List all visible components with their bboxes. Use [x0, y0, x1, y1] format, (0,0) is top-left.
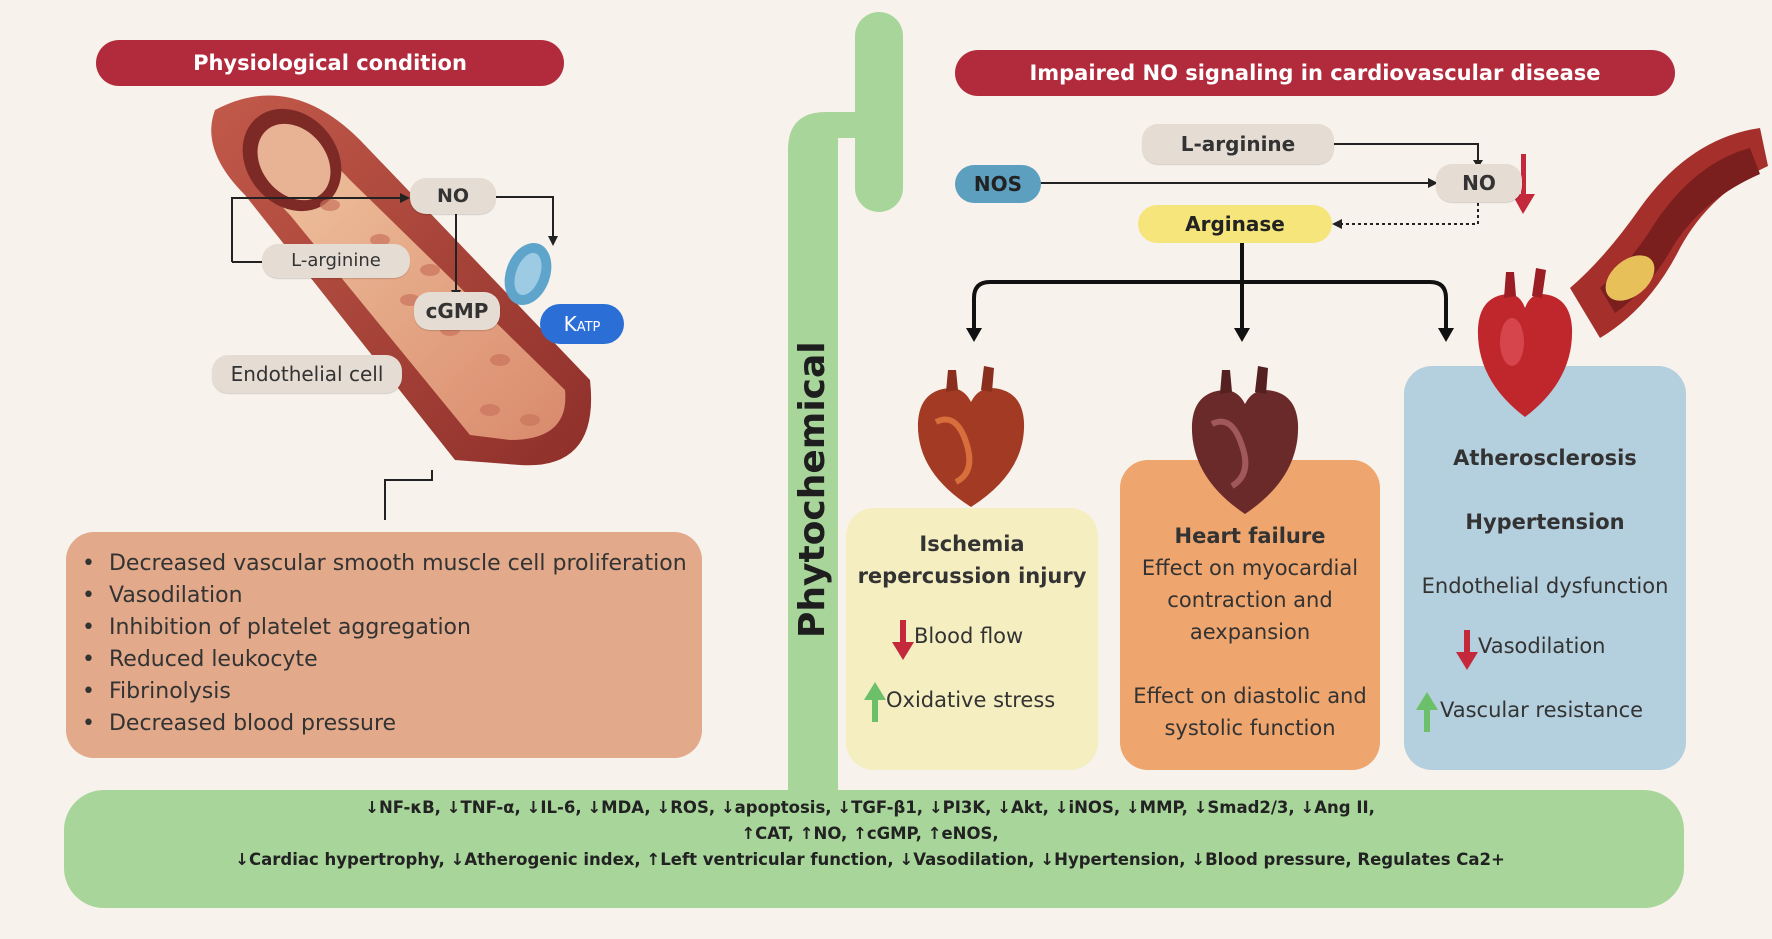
heart-failure-box [1120, 460, 1380, 770]
katp-badge: KATP [540, 304, 624, 344]
impaired-no-banner: Impaired NO signaling in cardiovascular … [955, 50, 1675, 96]
effect-item: Vasodilation [82, 580, 687, 612]
down-arrow-icon [892, 620, 914, 660]
endothelial-dysfunction-text: Endothelial dysfunction [1421, 574, 1669, 598]
physiological-banner: Physiological condition [96, 40, 564, 86]
blood-vessel-illustration [211, 95, 592, 520]
heart-icon-atherosclerosis [1477, 268, 1573, 417]
endothelial-cell-label: Endothelial cell [212, 355, 402, 393]
heart-failure-line-2: contraction and [1167, 588, 1333, 612]
effect-item: Fibrinolysis [82, 676, 687, 708]
no-label-left: NO [410, 178, 496, 214]
l-arginine-label-right: L-arginine [1142, 124, 1334, 164]
l-arginine-label-left: L-arginine [262, 244, 410, 278]
arginase-badge: Arginase [1138, 205, 1332, 243]
effect-item: Inhibition of platelet aggregation [82, 612, 687, 644]
heart-failure-line-4: Effect on diastolic and [1133, 684, 1367, 708]
katp-sub-label: ATP [576, 320, 601, 335]
bottom-effects-line-2: ↑CAT, ↑NO, ↑cGMP, ↑eNOS, [741, 824, 999, 843]
ischemia-item-2: Oxidative stress [886, 688, 1056, 712]
effect-item: Decreased blood pressure [82, 708, 687, 740]
heart-icon-heart-failure [1191, 366, 1299, 514]
hypertension-title: Hypertension [1465, 510, 1625, 534]
artery-plaque-illustration [1570, 128, 1768, 338]
atherosclerosis-item-2: Vascular resistance [1440, 698, 1644, 722]
effect-item: Reduced leukocyte [82, 644, 687, 676]
ischemia-box [846, 508, 1098, 770]
heart-failure-line-5: systolic function [1164, 716, 1336, 740]
heart-failure-title: Heart failure [1174, 524, 1326, 548]
heart-failure-line-1: Effect on myocardial [1141, 556, 1359, 580]
bottom-effects-line-3: ↓Cardiac hypertrophy, ↓Atherogenic index… [235, 850, 1505, 869]
nos-badge: NOS [955, 165, 1041, 203]
cgmp-label: cGMP [414, 292, 500, 330]
ischemia-title-1: Ischemia [919, 532, 1025, 556]
effect-item: Decreased vascular smooth muscle cell pr… [82, 548, 687, 580]
no-label-right: NO [1436, 164, 1522, 202]
atherosclerosis-item-1: Vasodilation [1478, 634, 1606, 658]
bottom-effects-line-1: ↓NF-κB, ↓TNF-α, ↓IL-6, ↓MDA, ↓ROS, ↓apop… [365, 798, 1375, 817]
ischemia-item-1: Blood flow [914, 624, 1024, 648]
atherosclerosis-title: Atherosclerosis [1453, 446, 1637, 470]
atherosclerosis-box [1404, 366, 1686, 770]
up-arrow-icon [1416, 692, 1438, 732]
heart-failure-line-3: aexpansion [1189, 620, 1311, 644]
down-arrow-icon [1456, 630, 1478, 670]
up-arrow-icon [864, 682, 886, 722]
effects-list: Decreased vascular smooth muscle cell pr… [82, 548, 687, 740]
heart-icon-ischemia [917, 366, 1025, 507]
ischemia-title-2: repercussion injury [857, 564, 1087, 588]
katp-main-label: K [563, 312, 577, 336]
